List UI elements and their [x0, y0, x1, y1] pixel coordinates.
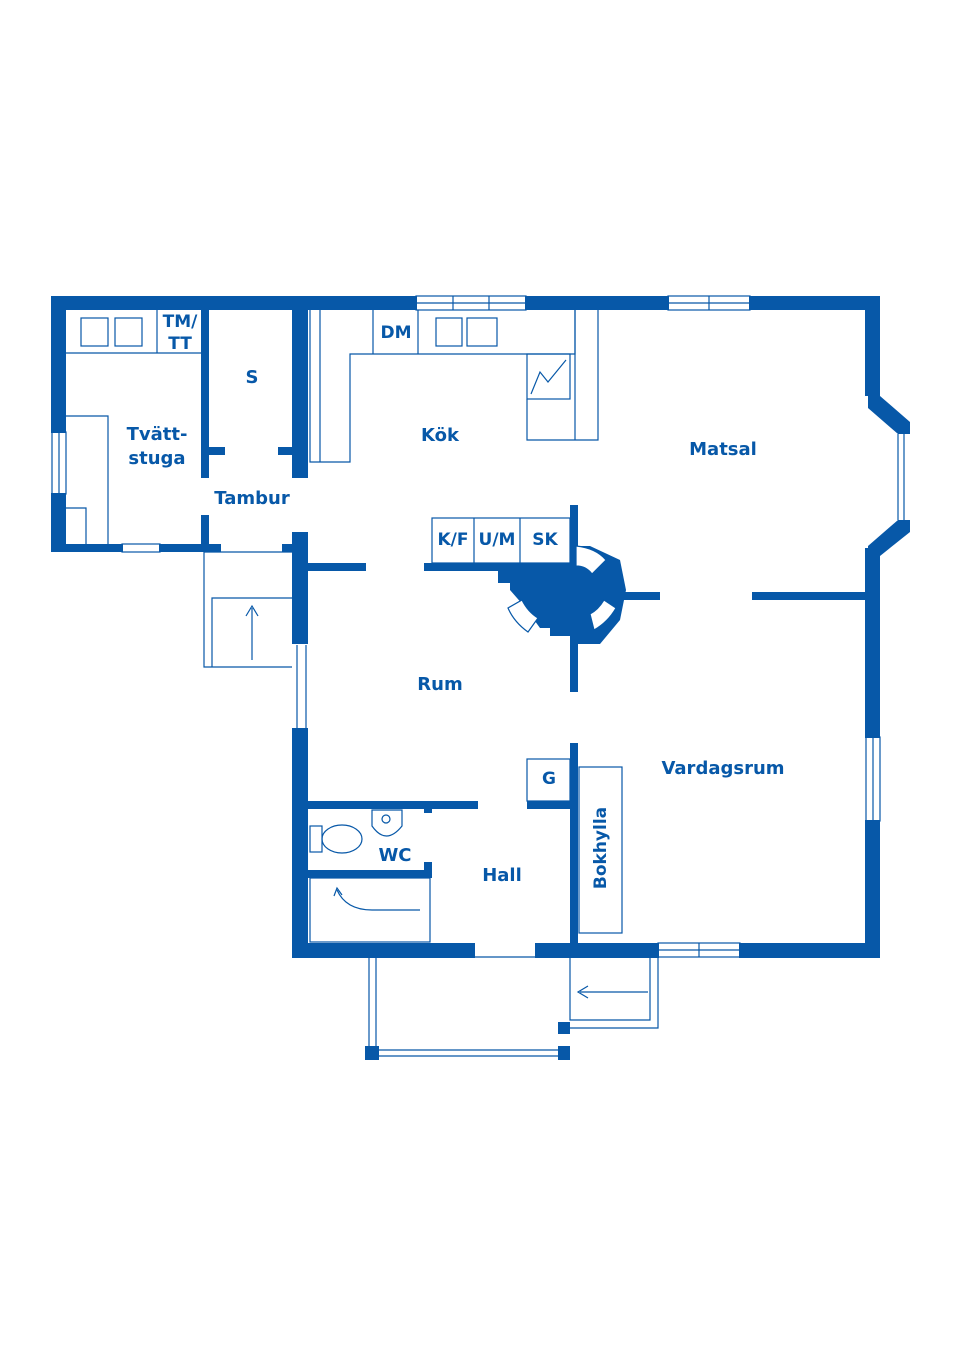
- fireplace: [498, 546, 626, 644]
- stove-icon: [526, 353, 571, 400]
- room-label-s: S: [246, 367, 259, 388]
- fixture-label-kf: K/F: [438, 530, 469, 550]
- room-label-tvattstuga-1: Tvätt-: [127, 424, 188, 445]
- washbasin-icon: [371, 809, 403, 837]
- fixture-label-tt: TT: [168, 334, 192, 354]
- fixtures-outline: [51, 295, 905, 1057]
- fixture-label-tm: TM/: [163, 312, 199, 332]
- fixture-label-g: G: [542, 769, 556, 789]
- washing-machine-icon: [80, 317, 109, 347]
- room-labels: Tvätt- stuga S Tambur Kök Matsal Rum Var…: [127, 367, 785, 886]
- bookshelf: [578, 766, 623, 934]
- fixture-label-um: U/M: [479, 530, 516, 550]
- walls: [51, 296, 910, 1060]
- room-label-wc: WC: [378, 845, 411, 866]
- room-label-vardagsrum: Vardagsrum: [661, 758, 784, 779]
- toilet-tank-icon: [309, 825, 323, 853]
- room-label-matsal: Matsal: [689, 439, 757, 460]
- dryer-icon: [114, 317, 143, 347]
- fixture-label-sk: SK: [532, 530, 558, 550]
- room-label-kok: Kök: [421, 425, 460, 446]
- sink-icon: [466, 317, 498, 347]
- room-label-rum: Rum: [417, 674, 462, 695]
- toilet-bowl-icon: [321, 824, 363, 854]
- room-label-tambur: Tambur: [214, 488, 290, 509]
- fireplace-openings: [507, 545, 617, 633]
- room-label-hall: Hall: [482, 865, 522, 886]
- fixture-label-bokhylla: Bokhylla: [591, 807, 611, 889]
- room-label-tvattstuga-2: stuga: [128, 448, 185, 469]
- fixture-labels: TM/ TT DM K/F U/M SK G Bokhylla: [163, 312, 611, 889]
- sink-icon: [435, 317, 463, 347]
- fixture-label-dm: DM: [380, 323, 411, 343]
